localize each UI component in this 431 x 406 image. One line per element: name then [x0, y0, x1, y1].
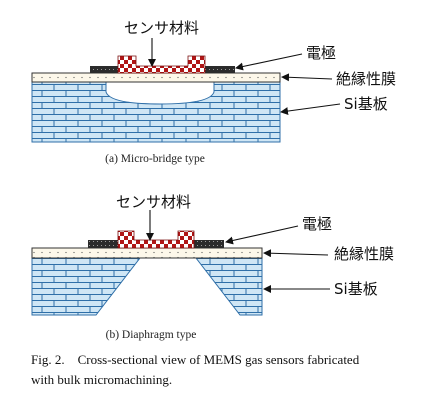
label-substrate-b: Si基板: [334, 280, 378, 298]
label-electrode-b: 電極: [302, 215, 332, 233]
arrow-insulator-b: [263, 249, 329, 258]
sensor-material-a: [117, 55, 206, 74]
si-substrate-right-b: [194, 257, 263, 316]
arrow-electrode-a: [235, 53, 303, 71]
figure-caption-line-2: with bulk micromachining.: [31, 372, 172, 387]
insulator-film-a: [31, 72, 281, 83]
label-substrate-a: Si基板: [344, 95, 388, 113]
arrow-insulator-a: [281, 73, 333, 82]
label-insulator-b: 絶縁性膜: [334, 245, 394, 263]
figure-caption-line-1: Fig. 2. Cross-sectional view of MEMS gas…: [31, 352, 360, 367]
electrode-right-a: [205, 66, 235, 73]
sensor-material-b: [117, 230, 195, 249]
electrode-left-a: [90, 66, 118, 73]
insulator-film-b: [31, 247, 263, 259]
cavity-a: [105, 80, 215, 105]
label-electrode-a: 電極: [306, 44, 336, 62]
electrode-right-b: [194, 240, 224, 248]
arrow-substrate-a: [280, 103, 341, 116]
diagram-diaphragm: センサ材料 電極 絶縁性膜 Si基板 (b) Diaphragm type: [31, 193, 394, 341]
label-sensor-material-a: センサ材料: [124, 19, 199, 37]
caption-a: (a) Micro-bridge type: [105, 153, 205, 165]
electrode-left-b: [88, 240, 118, 248]
label-insulator-a: 絶縁性膜: [336, 70, 396, 88]
diagram-micro-bridge: センサ材料 電極 絶縁性膜 Si基板 (a) Micro-bridge type: [31, 19, 396, 165]
arrow-electrode-b: [225, 225, 299, 245]
caption-b: (b) Diaphragm type: [106, 329, 197, 341]
si-substrate-left-b: [31, 257, 142, 316]
label-sensor-material-b: センサ材料: [116, 193, 191, 211]
